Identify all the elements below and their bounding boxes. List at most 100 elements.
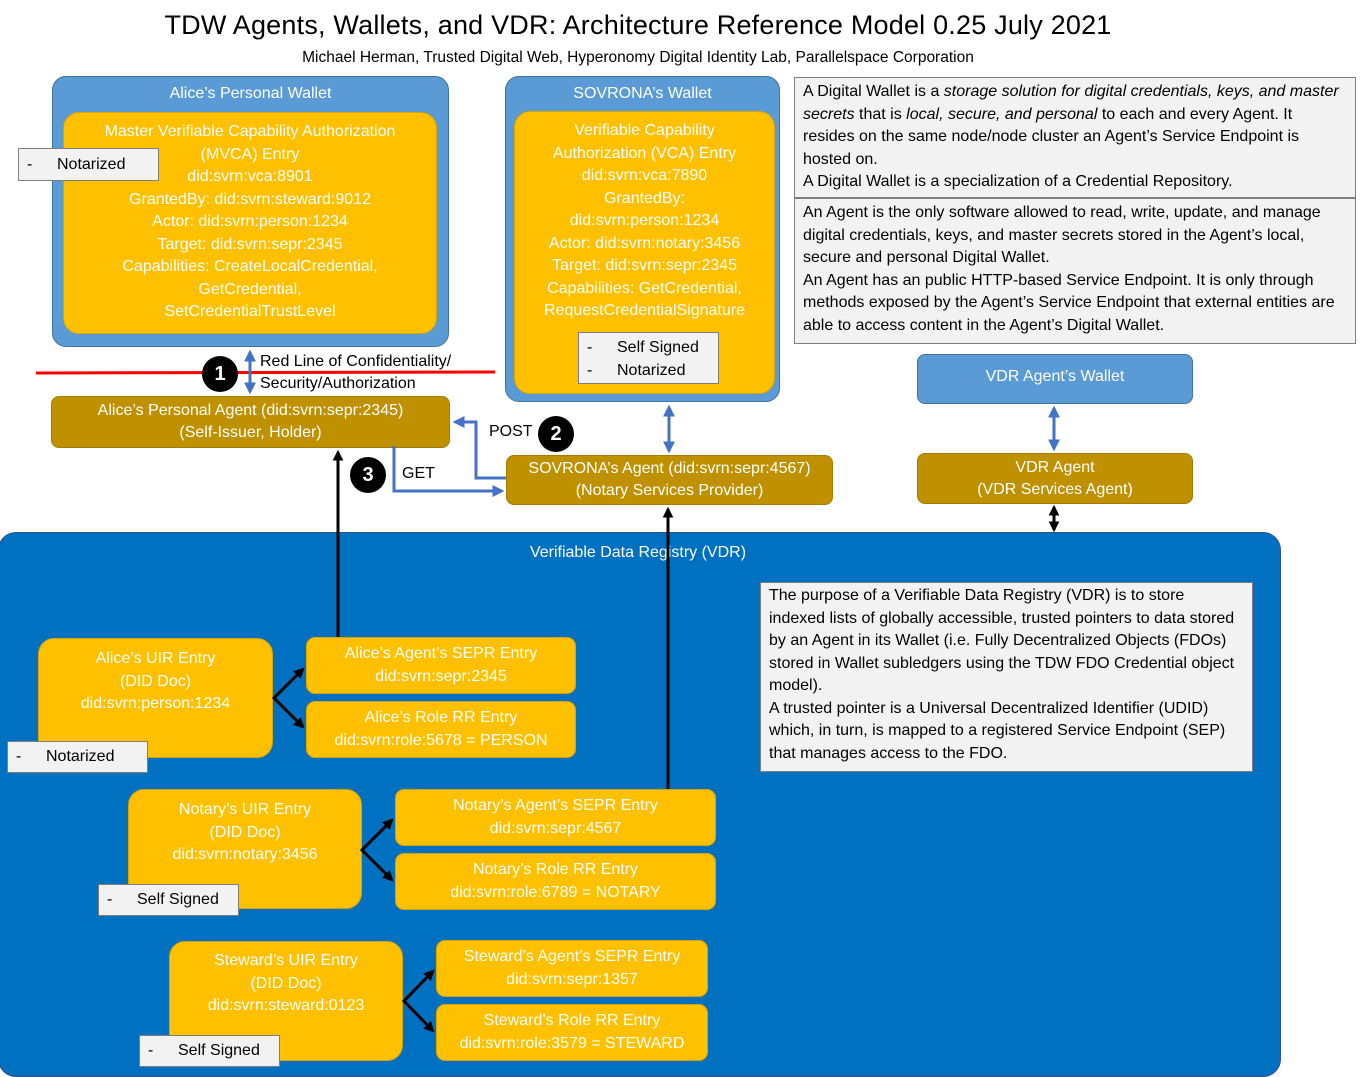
uir-line: did:svrn:steward:0123 [207, 997, 365, 1014]
uir-line: (DID Doc) [250, 974, 322, 992]
sovrona-vca-entry: Verifiable Capability Authorization (VCA… [514, 111, 775, 394]
tag-bullet: - [148, 1042, 154, 1059]
sepr-line: did:svrn:sepr:4567 [489, 819, 622, 837]
entry-line: Authorization (VCA) Entry [552, 144, 737, 162]
post-arrow [452, 416, 506, 480]
agent-name: SOVRONA’s Agent (did:svrn:sepr:4567) [528, 460, 811, 477]
sovrona-agent: SOVRONA’s Agent (did:svrn:sepr:4567) (No… [506, 455, 833, 505]
notary-sepr-entry: Notary’s Agent’s SEPR Entry did:svrn:sep… [395, 789, 716, 846]
uir-line: (DID Doc) [119, 672, 192, 690]
text-run-italic: storage solution for digital credentials… [803, 83, 1339, 123]
entry-line: (MVCA) Entry [200, 145, 300, 163]
text-run-italic: local, secure, and personal [906, 105, 1098, 123]
tag-label: Self Signed [178, 1042, 260, 1059]
steward-uir-tag: - Self Signed [139, 1035, 280, 1067]
notary-role-entry: Notary’s Role RR Entry did:svrn:role:678… [395, 853, 716, 910]
text-run: to each and every Agent. It resides on t… [803, 105, 1300, 168]
red-line-label-2: Security/Authorization [260, 375, 416, 392]
red-line-label-1: Red Line of Confidentiality/ [260, 353, 452, 370]
entry-line: SetCredentialTrustLevel [164, 303, 336, 320]
post-label: POST [489, 423, 533, 440]
get-label: GET [402, 465, 435, 482]
entry-line: Capabilities: CreateLocalCredential, [122, 258, 378, 275]
role-line: did:svrn:role:3579 = STEWARD [459, 1034, 685, 1052]
tag-bullet: - [587, 362, 593, 379]
sovrona-wallet-tags: - Self Signed - Notarized [578, 332, 719, 384]
tag-label: Notarized [57, 156, 126, 173]
sepr-line: Notary’s Agent’s SEPR Entry [453, 797, 658, 814]
vdr-note-paragraph-1: The purpose of a Verifiable Data Registr… [769, 587, 1235, 694]
agent-role: (VDR Services Agent) [977, 481, 1133, 498]
uir-line: Notary’s UIR Entry [178, 801, 312, 818]
entry-line: Actor: did:svrn:person:1234 [152, 213, 348, 230]
red-line-of-confidentiality [35, 370, 496, 375]
text-run: A Digital Wallet is a [803, 83, 944, 100]
alice-uir-entry: Alice’s UIR Entry (DID Doc) did:svrn:per… [38, 638, 273, 758]
entry-line: did:svrn:vca:8901 [187, 168, 313, 185]
agent-role: (Notary Services Provider) [575, 482, 764, 499]
wallet-definition-note: A Digital Wallet is a storage solution f… [794, 77, 1356, 198]
tag-bullet: - [27, 156, 33, 173]
step-2-badge: 2 [538, 416, 574, 452]
agent-role: (Self-Issuer, Holder) [179, 424, 322, 441]
vdr-purpose-note: The purpose of a Verifiable Data Registr… [760, 582, 1253, 772]
entry-line: Master Verifiable Capability Authorizati… [104, 123, 396, 140]
sepr-line: did:svrn:sepr:2345 [375, 667, 507, 685]
agent-name: Alice’s Personal Agent (did:svrn:sepr:23… [97, 402, 404, 419]
alice-role-entry: Alice’s Role RR Entry did:svrn:role:5678… [306, 701, 576, 758]
role-line: Notary’s Role RR Entry [472, 861, 639, 878]
vdr-agent-wallet: VDR Agent’s Wallet [917, 354, 1193, 404]
agent-note-paragraph-2: An Agent has an public HTTP-based Servic… [803, 271, 1335, 334]
role-line: did:svrn:role:5678 = PERSON [334, 731, 548, 749]
step-3-badge: 3 [350, 457, 386, 493]
entry-line: Capabilities: GetCredential, [547, 279, 742, 297]
role-line: Steward’s Role RR Entry [483, 1012, 661, 1029]
red-line-label: Red Line of Confidentiality/ Security/Au… [260, 351, 451, 395]
entry-line: GrantedBy: did:svrn:steward:9012 [129, 190, 371, 208]
tag-bullet: - [107, 891, 113, 908]
tag-label: Notarized [617, 362, 686, 379]
alice-wallet-title: Alice’s Personal Wallet [169, 85, 332, 102]
notary-uir-tag: - Self Signed [98, 884, 239, 916]
text-run: that is [854, 105, 907, 123]
uir-line: did:svrn:notary:3456 [172, 846, 318, 863]
uir-line: Steward’s UIR Entry [214, 952, 358, 969]
alice-uir-fork [271, 667, 305, 729]
role-line: Alice’s Role RR Entry [364, 709, 518, 726]
tag-label: Self Signed [137, 891, 219, 908]
step-1-badge: 1 [202, 356, 238, 392]
entry-line: RequestCredentialSignature [543, 302, 745, 319]
alice-sepr-entry: Alice’s Agent’s SEPR Entry did:svrn:sepr… [306, 637, 576, 694]
tag-label: Self Signed [617, 339, 699, 356]
entry-line: Target: did:svrn:sepr:2345 [552, 257, 737, 274]
entry-line: GrantedBy: [604, 189, 685, 207]
entry-line: Actor: did:svrn:notary:3456 [548, 234, 741, 252]
agent-name: VDR Agent [1015, 459, 1095, 476]
tag-bullet: - [587, 339, 593, 356]
steward-role-entry: Steward’s Role RR Entry did:svrn:role:35… [436, 1004, 708, 1061]
sepr-line: did:svrn:sepr:1357 [506, 970, 638, 988]
vdr-agent-wallet-title: VDR Agent’s Wallet [985, 368, 1125, 385]
alice-mvca-entry: Master Verifiable Capability Authorizati… [63, 112, 437, 334]
vdr-note-paragraph-2: A trusted pointer is a Universal Decentr… [769, 699, 1226, 762]
tag-label: Notarized [46, 748, 115, 765]
diagram-title: TDW Agents, Wallets, and VDR: Architectu… [164, 10, 1112, 40]
vdr-agent: VDR Agent (VDR Services Agent) [917, 453, 1193, 504]
uir-line: did:svrn:person:1234 [80, 695, 231, 712]
entry-line: GetCredential, [198, 280, 302, 298]
vdr-title: Verifiable Data Registry (VDR) [529, 544, 747, 561]
alice-personal-agent: Alice’s Personal Agent (did:svrn:sepr:23… [51, 396, 450, 448]
wallet-note-paragraph-2: A Digital Wallet is a specialization of … [803, 173, 1233, 190]
agent-note-paragraph-1: An Agent is the only software allowed to… [803, 204, 1321, 266]
uir-line: (DID Doc) [209, 823, 281, 841]
entry-line: Target: did:svrn:sepr:2345 [157, 235, 343, 253]
get-arrow [392, 446, 505, 497]
tag-bullet: - [16, 748, 22, 765]
steward-uir-fork [401, 969, 435, 1033]
alice-uir-tag: - Notarized [7, 741, 148, 773]
sepr-line: Alice’s Agent’s SEPR Entry [344, 645, 538, 662]
diagram-subtitle: Michael Herman, Trusted Digital Web, Hyp… [302, 49, 974, 66]
role-line: did:svrn:role:6789 = NOTARY [450, 883, 661, 901]
sepr-line: Steward’s Agent’s SEPR Entry [463, 948, 681, 965]
